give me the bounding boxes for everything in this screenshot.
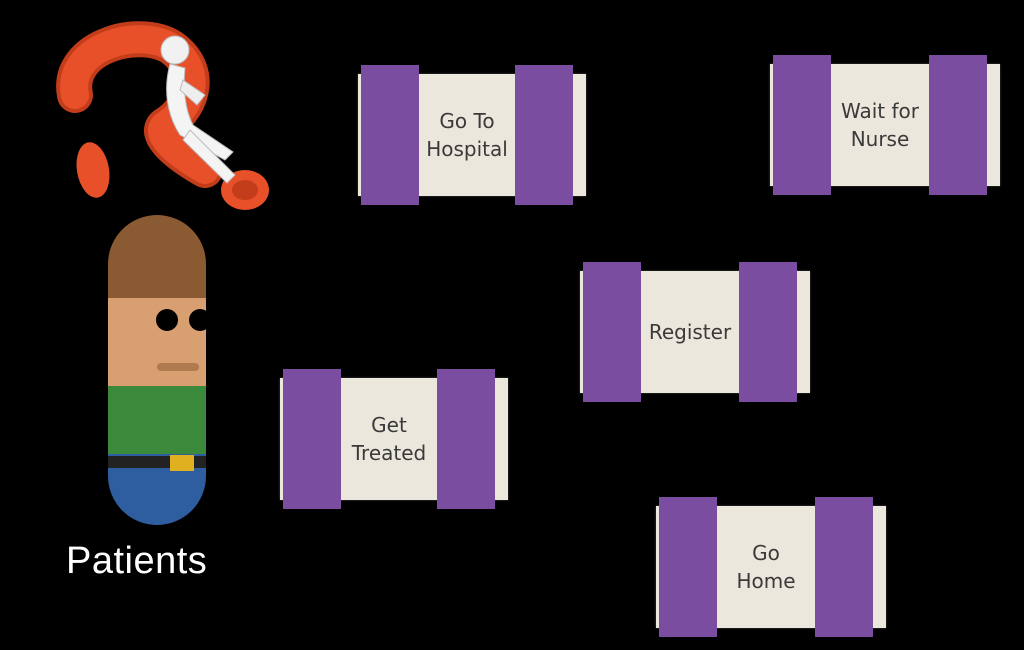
patients-label: Patients [66,540,208,582]
step-label: Wait for Nurse [840,99,919,151]
step-card-wait-for-nurse: Wait for Nurse [770,55,1000,195]
patient-character-icon [108,215,211,525]
step-label: Go To Hospital [426,109,508,161]
step-label: Go Home [736,541,796,593]
step-card-register: Register [580,262,810,402]
step-label: Register [648,320,732,344]
question-mark-person-icon [56,21,269,210]
step-card-go-to-hospital: Go To Hospital [358,65,586,205]
step-label: Get Treated [351,413,427,465]
step-card-go-home: Go Home [656,497,886,637]
step-card-get-treated: Get Treated [280,369,508,509]
